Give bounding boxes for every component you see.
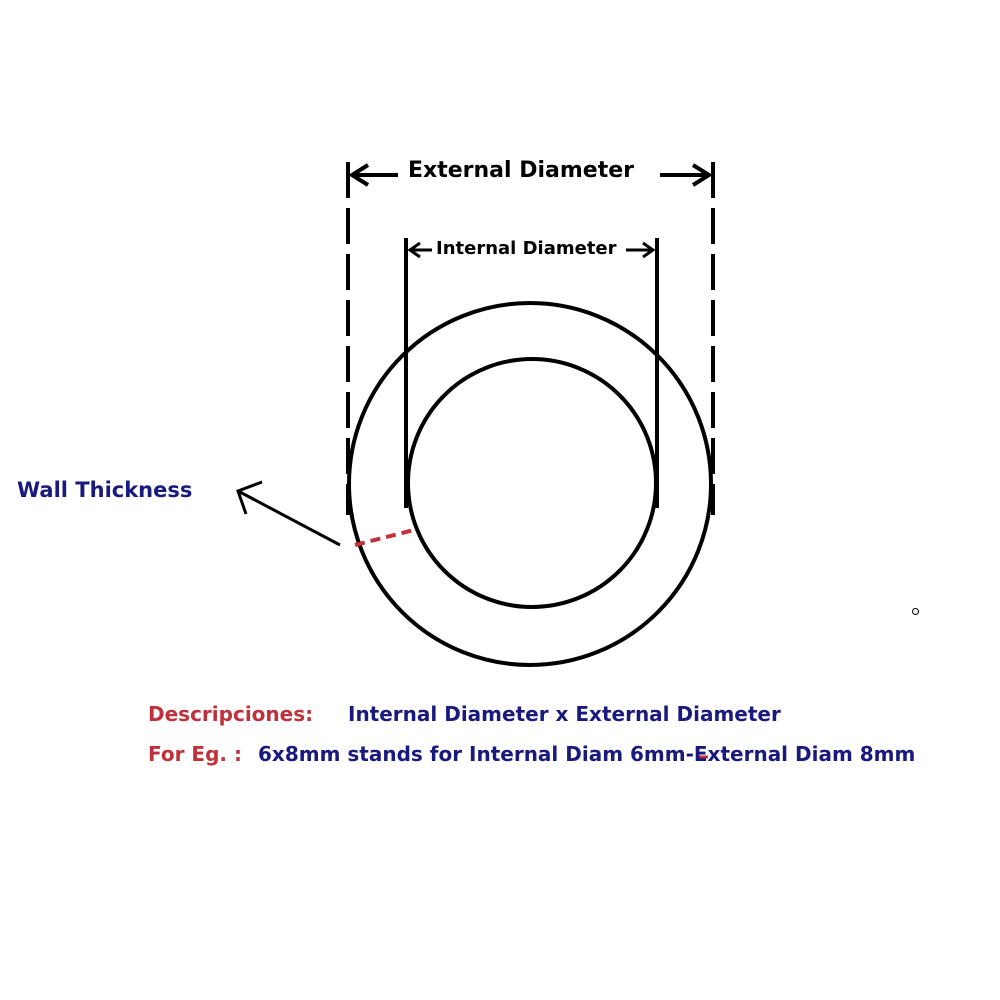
- external-diameter-label: External Diameter: [404, 158, 638, 183]
- inner-circle: [406, 357, 658, 609]
- wall-thickness-arrow-head: [236, 480, 263, 515]
- example-row: For Eg. : 6x8mm stands for Internal Diam …: [148, 742, 915, 766]
- stray-dot: [912, 608, 919, 615]
- internal-arrow-left-head: [407, 241, 421, 259]
- external-arrow-left-head: [348, 163, 370, 187]
- example-value: 6x8mm stands for Internal Diam 6mm-Exter…: [258, 742, 916, 766]
- description-key: Descripciones:: [148, 702, 314, 726]
- description-row: Descripciones: Internal Diameter x Extern…: [148, 702, 781, 726]
- internal-diameter-label: Internal Diameter: [434, 238, 619, 259]
- wall-thickness-dash: [354, 528, 415, 547]
- wall-thickness-label: Wall Thickness: [17, 478, 193, 502]
- description-value: Internal Diameter x External Diameter: [348, 702, 781, 726]
- external-arrow-right-head: [691, 163, 713, 187]
- wall-thickness-arrow-shaft: [237, 489, 341, 547]
- example-key: For Eg. :: [148, 742, 242, 766]
- internal-arrow-right-head: [642, 241, 656, 259]
